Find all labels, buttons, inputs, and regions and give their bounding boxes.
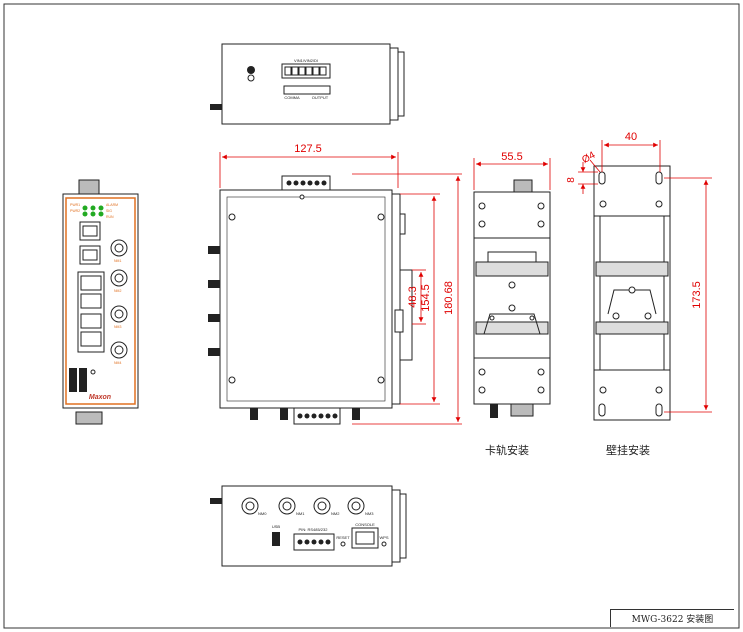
front-antenna-label-4: NM4 bbox=[114, 361, 121, 365]
dim-total-height: 154.5 bbox=[420, 284, 432, 312]
dim-wall-height: 173.5 bbox=[691, 281, 703, 309]
caption-wall-mount: 壁挂安装 bbox=[606, 443, 650, 457]
led-label-sig: SIG bbox=[106, 209, 112, 213]
wall-mount-view bbox=[593, 165, 671, 421]
dim-din-width: 55.5 bbox=[501, 151, 522, 163]
led-label-pwr2: PWR2 bbox=[70, 209, 80, 213]
sheet-border bbox=[3, 3, 740, 629]
bottom-antenna-label-2: NM2 bbox=[331, 511, 340, 516]
dim-side-width: 127.5 bbox=[294, 143, 322, 155]
wps-label: WPS bbox=[379, 535, 388, 540]
top-terminal-label: VIN1/VIN2/DI bbox=[294, 58, 318, 63]
ground-screw-icon bbox=[247, 66, 255, 74]
din-rail-view bbox=[473, 179, 551, 418]
bottom-antenna-label-1: NM1 bbox=[296, 511, 305, 516]
bottom-view bbox=[210, 485, 407, 567]
side-dimension-lines bbox=[219, 152, 462, 425]
serial-label: PIN: RS485/232 bbox=[299, 527, 329, 532]
console-label: CONSOLE bbox=[355, 522, 375, 527]
bottom-antenna-label-3: NM3 bbox=[365, 511, 374, 516]
top-port-label-2: OUTPUT bbox=[312, 95, 329, 100]
front-antenna-label-3: NM3 bbox=[114, 325, 121, 329]
front-antenna-label-1: NM1 bbox=[114, 259, 121, 263]
title-block: MWG-3622 安装图 bbox=[610, 609, 734, 627]
caption-din-rail: 卡轨安装 bbox=[485, 443, 529, 457]
dim-side-height: 180.68 bbox=[443, 281, 455, 315]
side-view bbox=[208, 175, 413, 425]
bottom-antenna-label-0: NM0 bbox=[258, 511, 267, 516]
reset-label: RESET bbox=[336, 535, 350, 540]
led-label-run: RUN bbox=[106, 215, 114, 219]
top-view bbox=[210, 43, 405, 125]
usb-label: USB bbox=[272, 524, 281, 529]
top-port-label-1: COMMA bbox=[284, 95, 300, 100]
led-label-alarm: ALARM bbox=[106, 203, 118, 207]
brand-logo: Maxon bbox=[89, 394, 111, 401]
front-antenna-label-2: NM2 bbox=[114, 289, 121, 293]
front-panel-view bbox=[62, 179, 139, 425]
wall-dimension-lines bbox=[578, 140, 712, 413]
din-dimension-lines bbox=[473, 158, 551, 190]
dim-hole-offset: 8 bbox=[566, 177, 577, 183]
dim-wall-spacing: 40 bbox=[625, 131, 637, 143]
dim-rail-offset: 48.3 bbox=[407, 286, 419, 307]
led-label-pwr1: PWR1 bbox=[70, 203, 80, 207]
